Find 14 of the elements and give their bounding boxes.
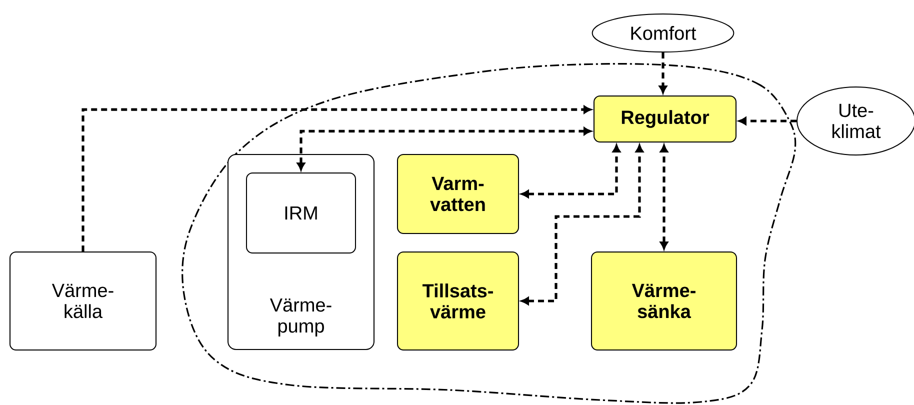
process-box: Regulator <box>594 96 736 142</box>
arrow <box>521 144 644 305</box>
arrow <box>297 127 592 170</box>
process-box: Tillsats- värme <box>397 252 519 350</box>
arrow <box>738 117 796 125</box>
arrow <box>521 144 620 198</box>
process-box: Varm- vatten <box>397 154 519 234</box>
arrow <box>659 52 667 94</box>
process-box: Värme- källa <box>10 252 156 350</box>
arrow <box>82 106 592 252</box>
process-box: Värme- sänka <box>591 252 737 350</box>
ellipse-node: Komfort <box>592 14 734 52</box>
process-box: IRM <box>246 172 356 254</box>
arrow <box>660 144 668 250</box>
